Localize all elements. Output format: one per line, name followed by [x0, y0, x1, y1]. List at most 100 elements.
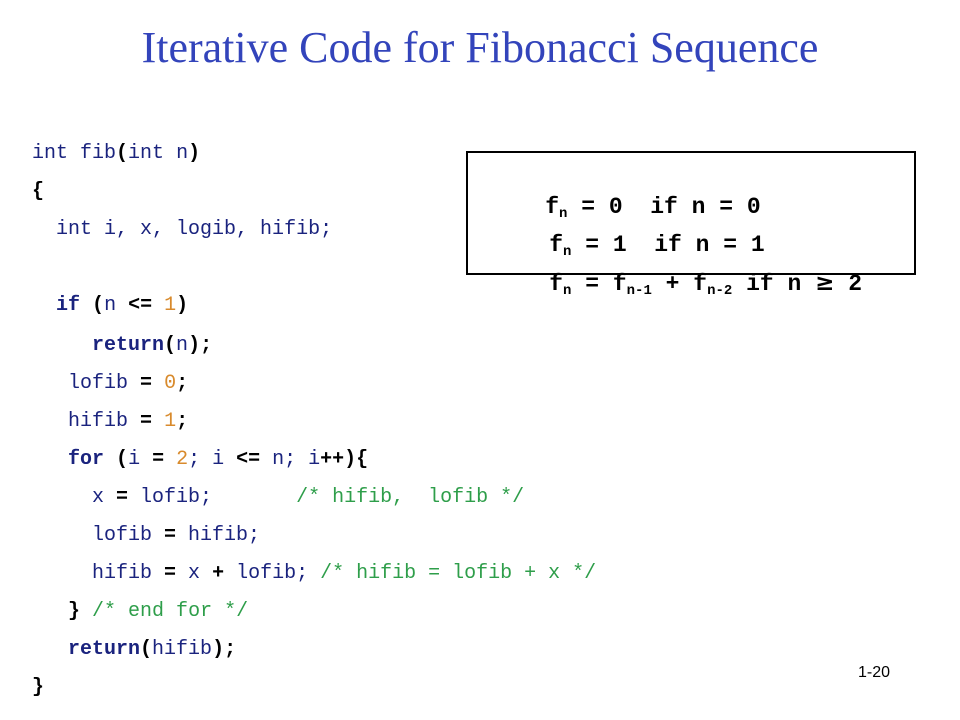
code-token: x — [32, 486, 117, 509]
code-line: int i, x, logib, hifib; — [32, 216, 332, 244]
code-token: ) — [176, 294, 189, 317]
code-token: ( — [116, 142, 129, 165]
code-token — [164, 448, 176, 471]
greater-equal-symbol: ≥ — [815, 270, 835, 296]
code-token: int — [32, 142, 69, 165]
code-token: lofib — [32, 524, 165, 547]
code-token — [152, 410, 164, 433]
code-token: = — [152, 448, 165, 471]
code-token: ++){ — [320, 448, 369, 471]
formula-rest: = 1 if n = 1 — [571, 232, 765, 258]
code-token: } — [32, 676, 45, 699]
code-line: x = lofib; /* hifib, lofib */ — [32, 484, 524, 512]
code-token: return — [92, 334, 165, 357]
code-token: 1 — [164, 410, 177, 433]
formula-eq: = f — [571, 271, 627, 297]
code-token: lofib — [32, 372, 141, 395]
code-line: hifib = 1; — [32, 408, 188, 436]
code-token: i — [128, 448, 153, 471]
formula-two: 2 — [834, 271, 863, 297]
code-token: = — [116, 486, 129, 509]
code-token: n; i — [260, 448, 321, 471]
code-token — [32, 334, 92, 357]
formula-rest: if n — [732, 271, 816, 297]
code-token: { — [32, 180, 45, 203]
formula-subscript: n-1 — [626, 283, 652, 299]
code-token: n — [104, 294, 129, 317]
code-token: ); — [212, 638, 237, 661]
code-token: /* end for */ — [92, 600, 249, 623]
code-token: ); — [188, 334, 213, 357]
formula-f: f — [545, 194, 560, 220]
code-token: int — [128, 142, 165, 165]
formula-f: f — [549, 271, 564, 297]
code-token: hifib — [152, 638, 213, 661]
fibonacci-formula-box: fn = 0 if n = 0 fn = 1 if n = 1 fn = fn-… — [466, 151, 916, 298]
code-token: hifib; — [176, 524, 261, 547]
code-token: = — [140, 410, 153, 433]
code-token — [80, 294, 92, 317]
code-token: 1 — [164, 294, 177, 317]
code-line: for (i = 2; i <= n; i++){ — [32, 446, 368, 474]
code-token: hifib — [32, 410, 141, 433]
slide-number: 1-20 — [858, 664, 891, 681]
code-token — [32, 448, 68, 471]
code-token: = — [140, 372, 153, 395]
code-token: if — [56, 294, 81, 317]
code-line: int fib(int n) — [32, 140, 200, 168]
code-token: ; i — [188, 448, 237, 471]
code-token: x — [176, 562, 213, 585]
formula-subscript: n — [563, 244, 572, 260]
code-line: } /* end for */ — [32, 598, 248, 626]
formula-case-zero: fn = 0 if n = 0 — [490, 165, 761, 249]
code-token: /* hifib, lofib */ — [296, 486, 525, 509]
code-line: lofib = hifib; — [32, 522, 260, 550]
code-token — [104, 448, 116, 471]
code-token: } — [68, 600, 81, 623]
code-token — [32, 218, 56, 241]
code-token: ; — [176, 372, 189, 395]
code-line: if (n <= 1) — [32, 292, 188, 320]
code-token: ( — [164, 334, 177, 357]
code-token: ( — [140, 638, 153, 661]
code-token: ( — [116, 448, 129, 471]
code-token: fib — [68, 142, 117, 165]
code-token: 2 — [176, 448, 189, 471]
code-token: lofib; — [224, 562, 321, 585]
code-line: return(hifib); — [32, 636, 236, 664]
code-token: = — [164, 524, 177, 547]
formula-plus: + f — [651, 271, 708, 297]
code-token: = — [164, 562, 177, 585]
code-token — [152, 372, 164, 395]
code-line: hifib = x + lofib; /* hifib = lofib + x … — [32, 560, 596, 588]
code-token — [152, 294, 164, 317]
code-line: lofib = 0; — [32, 370, 188, 398]
code-token: return — [68, 638, 141, 661]
code-token — [32, 638, 68, 661]
formula-f: f — [549, 232, 564, 258]
code-token: 0 — [164, 372, 177, 395]
formula-rest: = 0 if n = 0 — [567, 194, 761, 220]
code-token: n — [176, 334, 189, 357]
code-line: } — [32, 674, 44, 702]
code-line: { — [32, 178, 44, 206]
code-token — [32, 294, 56, 317]
code-token — [80, 600, 92, 623]
code-token — [32, 600, 68, 623]
code-token: hifib — [32, 562, 165, 585]
code-token: int — [56, 218, 93, 241]
formula-subscript: n — [563, 283, 572, 299]
code-token: <= — [128, 294, 153, 317]
slide-title: Iterative Code for Fibonacci Sequence — [141, 23, 819, 72]
formula-case-one: fn = 1 if n = 1 — [494, 203, 765, 287]
code-token: n — [164, 142, 189, 165]
code-line: return(n); — [32, 332, 212, 360]
formula-case-recursive: fn = fn-1 + fn-2 if n ≥ 2 — [494, 241, 862, 326]
code-token: <= — [236, 448, 261, 471]
code-token: ( — [92, 294, 105, 317]
code-token: ) — [188, 142, 201, 165]
code-token: ; — [176, 410, 189, 433]
formula-subscript: n-2 — [707, 283, 733, 299]
code-token: lofib; — [128, 486, 297, 509]
code-token: i, x, logib, hifib; — [92, 218, 333, 241]
